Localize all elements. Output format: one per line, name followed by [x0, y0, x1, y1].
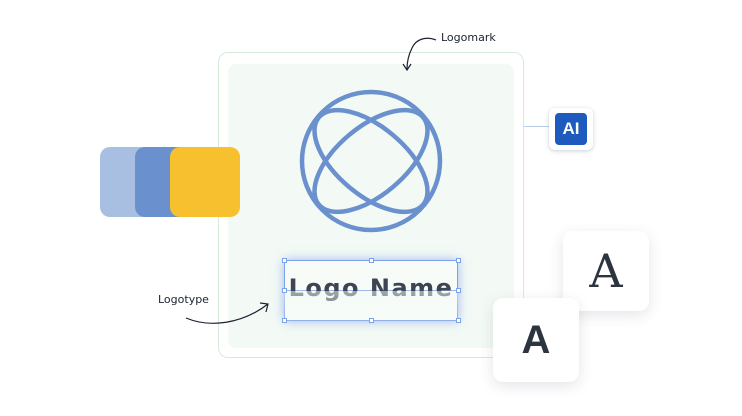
- resize-handle-top-left[interactable]: [282, 258, 287, 263]
- annotation-logomark: Logomark: [441, 31, 496, 44]
- logomark-arrow-icon: [402, 37, 437, 72]
- ai-file-badge: AI: [549, 108, 593, 150]
- color-swatch-yellow: [170, 147, 240, 217]
- resize-handle-top-center[interactable]: [369, 258, 374, 263]
- selection-midline: [284, 290, 458, 291]
- resize-handle-bottom-center[interactable]: [369, 318, 374, 323]
- ai-connector-line: [524, 126, 552, 127]
- resize-handle-middle-left[interactable]: [282, 288, 287, 293]
- resize-handle-top-right[interactable]: [456, 258, 461, 263]
- ai-icon: AI: [555, 113, 587, 145]
- resize-handle-bottom-right[interactable]: [456, 318, 461, 323]
- logomark-icon: [299, 89, 443, 233]
- serif-font-sample: A: [563, 231, 649, 311]
- sans-glyph: A: [521, 318, 551, 362]
- sans-font-sample: A: [493, 298, 579, 382]
- annotation-logotype: Logotype: [158, 293, 209, 306]
- serif-glyph: A: [589, 244, 623, 298]
- logotype-arrow-icon: [185, 302, 269, 324]
- resize-handle-middle-right[interactable]: [456, 288, 461, 293]
- logotype-reflection: [284, 291, 458, 321]
- resize-handle-bottom-left[interactable]: [282, 318, 287, 323]
